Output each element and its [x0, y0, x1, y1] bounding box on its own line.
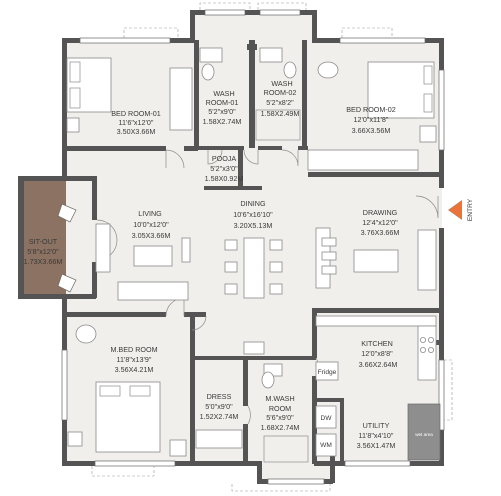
windows [61, 9, 445, 485]
pooja-name: POOJA [212, 154, 237, 163]
living-furniture [95, 223, 191, 301]
sitout-name: SIT-OUT [29, 237, 58, 246]
living-name: LIVING [138, 209, 162, 218]
dining-set [224, 237, 283, 299]
fridge-label: Fridge [318, 369, 337, 376]
bed1-size-ft: 11'6"x12'0" [119, 118, 154, 127]
wash2-size-ft: 5'2"x8'2" [266, 98, 294, 107]
wash-room-fixtures [199, 47, 309, 463]
wash1-size-m: 1.58X2.74M [203, 117, 242, 126]
wash2-name-a: WASH [271, 79, 292, 88]
mwash-name-b: ROOM [269, 404, 291, 413]
kitchen-size-m: 3.66X2.64M [359, 360, 398, 369]
kitchen-size-ft: 12'0"x8'8" [361, 349, 393, 358]
dress-size-ft: 5'0"x9'0" [205, 402, 233, 411]
dress-size-m: 1.52X2.74M [200, 412, 239, 421]
bed1-size-m: 3.50X3.66M [117, 127, 156, 136]
dress-furniture [195, 429, 243, 449]
mwash-size-ft: 5'6"x9'0" [266, 413, 294, 422]
room-labels: BED ROOM-01 11'6"x12'0" 3.50X3.66M WASH … [24, 79, 400, 450]
mwash-name-a: M.WASH [265, 394, 294, 403]
dining-size-m: 3.20X5.13M [234, 221, 273, 230]
wm-label: WM [320, 442, 332, 449]
mbed-name: M.BED ROOM [110, 345, 157, 354]
wash1-name-a: WASH [213, 89, 234, 98]
utility-size-m: 3.56X1.47M [357, 441, 396, 450]
kitchen-fixtures [315, 315, 437, 381]
mwash-size-m: 1.68X2.74M [261, 423, 300, 432]
wash1-size-ft: 5'2"x9'0" [208, 107, 236, 116]
utility-size-ft: 11'8"x4'10" [359, 431, 394, 440]
bed1-name: BED ROOM-01 [111, 109, 161, 118]
dining-name: DINING [240, 199, 266, 208]
wet-area-label: wet area [415, 432, 433, 437]
drawing-size-ft: 12'4"x12'0" [362, 218, 398, 227]
wash2-size-m: 1.58X2.49M [261, 109, 300, 118]
wash2-name-b: ROOM-02 [264, 88, 297, 97]
bed2-size-ft: 12'0"x11'8" [354, 115, 389, 124]
dining-size-ft: 10'6"x16'10" [233, 210, 273, 219]
kitchen-name: KITCHEN [361, 339, 393, 348]
bed2-size-m: 3.66X3.56M [352, 126, 391, 135]
bed2-name: BED ROOM-02 [346, 105, 396, 114]
wash1-name-b: ROOM-01 [206, 98, 239, 107]
utility-fixtures [315, 403, 441, 461]
sitout-size-m: 1.73X3.66M [24, 257, 63, 266]
entry-label: ENTRY [467, 198, 474, 221]
bedroom-02-furniture [307, 61, 437, 171]
pooja-size-ft: 5'2"x3'0" [210, 164, 238, 173]
fixture-labels: Fridge DW WM wet area [318, 369, 434, 449]
bedroom-01-furniture [66, 57, 193, 133]
drawing-size-m: 3.76X3.66M [361, 228, 400, 237]
sitout-size-ft: 5'8"x12'0" [27, 247, 59, 256]
dress-name: DRESS [207, 392, 232, 401]
pooja-size-m: 1.58X0.92M [205, 174, 244, 183]
interior-walls [62, 40, 444, 464]
living-size-m: 3.05X3.66M [132, 231, 171, 240]
dw-label: DW [321, 415, 333, 422]
entry-marker: ENTRY [448, 198, 474, 221]
dashed-outlines [91, 2, 453, 492]
sitout-chairs [57, 203, 77, 293]
mbed-size-m: 3.56X4.21M [115, 365, 154, 374]
mbed-size-ft: 11'8"x13'9" [117, 355, 152, 364]
living-size-ft: 10'0"x12'0" [133, 220, 169, 229]
drawing-furniture [315, 227, 437, 291]
sitout-floor [24, 178, 66, 296]
entry-arrow-icon [448, 200, 462, 220]
utility-name: UTILITY [363, 421, 390, 430]
master-bedroom-furniture [67, 324, 187, 457]
drawing-name: DRAWING [363, 208, 398, 217]
